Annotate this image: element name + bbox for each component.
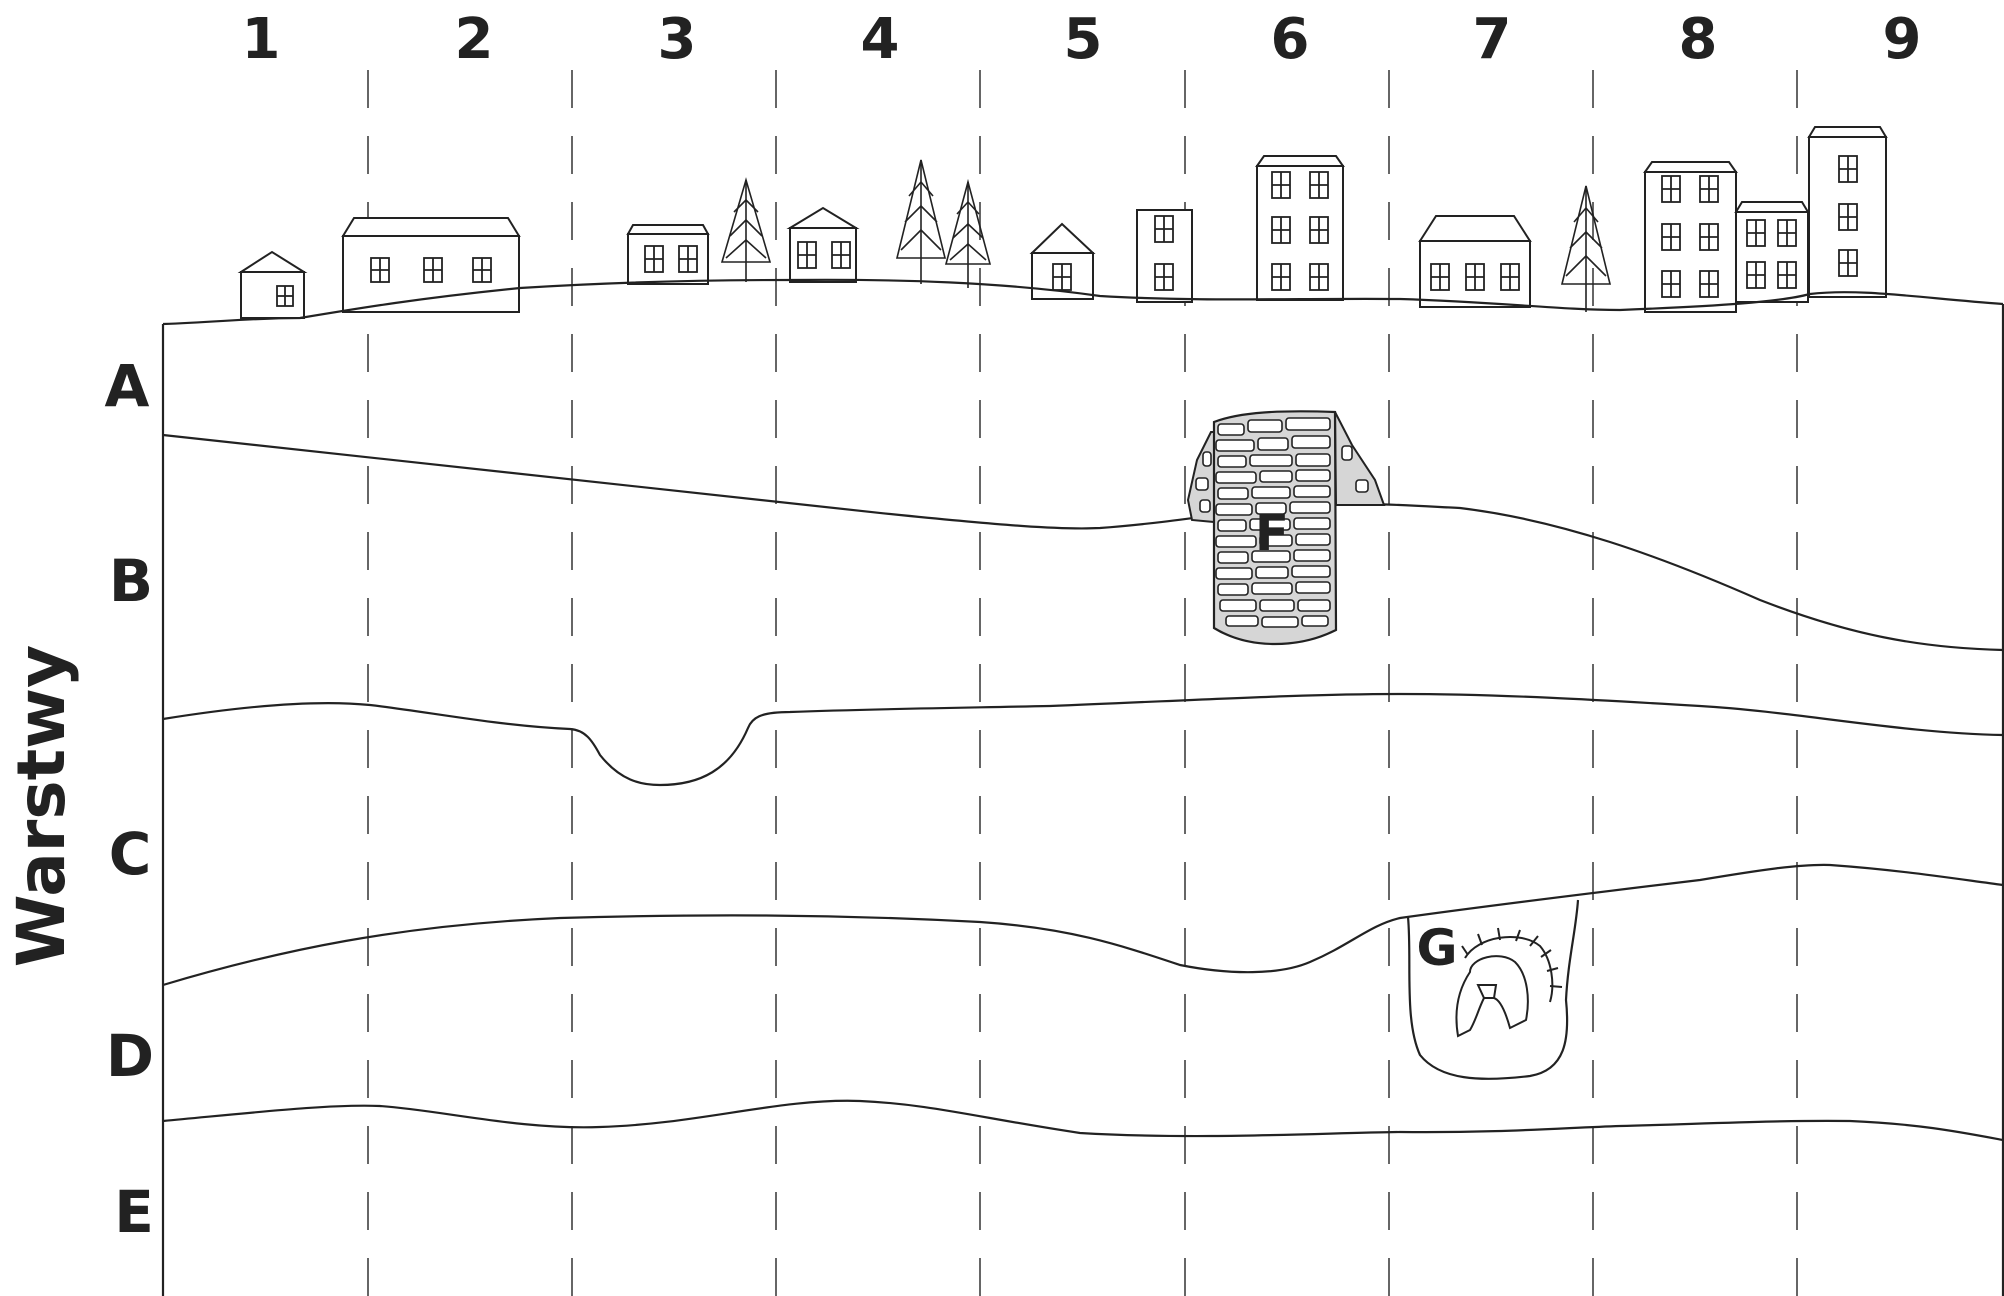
- spartan-helmet-icon: [1457, 928, 1563, 1036]
- column-label-4: 4: [861, 7, 900, 72]
- column-label-2: 2: [455, 7, 494, 72]
- boundary-c-d: [163, 865, 2003, 985]
- column-label-7: 7: [1473, 7, 1512, 72]
- layer-labels: A B C D E: [105, 352, 155, 1246]
- layer-label-d: D: [106, 1022, 154, 1090]
- house-icon: [241, 252, 304, 318]
- skyline: [241, 127, 1886, 318]
- layer-label-c: C: [109, 820, 152, 888]
- building-icon: [1736, 202, 1808, 302]
- pine-tree-icon: [1562, 186, 1610, 312]
- house-icon: [1032, 224, 1093, 299]
- layer-boundaries: [163, 435, 2003, 1140]
- column-label-5: 5: [1064, 7, 1103, 72]
- column-label-1: 1: [242, 7, 281, 72]
- column-label-9: 9: [1883, 7, 1922, 72]
- section-frame: [163, 304, 2003, 1296]
- stone-wall-feature: F: [1188, 411, 1384, 644]
- boundary-a-b: [163, 435, 2003, 650]
- pit-feature: G: [1408, 900, 1578, 1079]
- boundary-d-e: [163, 1101, 2003, 1140]
- pine-tree-icon: [946, 182, 990, 288]
- boundary-b-c: [163, 694, 2003, 785]
- building-icon: [1257, 156, 1343, 300]
- column-label-6: 6: [1271, 7, 1310, 72]
- pine-tree-icon: [897, 160, 945, 284]
- pine-tree-icon: [722, 180, 770, 282]
- layer-label-e: E: [114, 1178, 154, 1246]
- column-labels: 1 2 3 4 5 6 7 8 9: [242, 7, 1922, 72]
- building-icon: [1809, 127, 1886, 297]
- axis-title-layers: Warstwy: [3, 645, 80, 967]
- house-icon: [628, 225, 708, 284]
- layer-label-b: B: [109, 547, 153, 615]
- building-icon: [1645, 162, 1736, 312]
- column-label-8: 8: [1679, 7, 1718, 72]
- house-icon: [1420, 216, 1530, 307]
- feature-label-f: F: [1255, 504, 1289, 562]
- layer-label-a: A: [105, 352, 150, 420]
- feature-label-g: G: [1416, 919, 1457, 977]
- house-icon: [790, 208, 856, 282]
- building-icon: [1137, 210, 1192, 302]
- column-label-3: 3: [658, 7, 697, 72]
